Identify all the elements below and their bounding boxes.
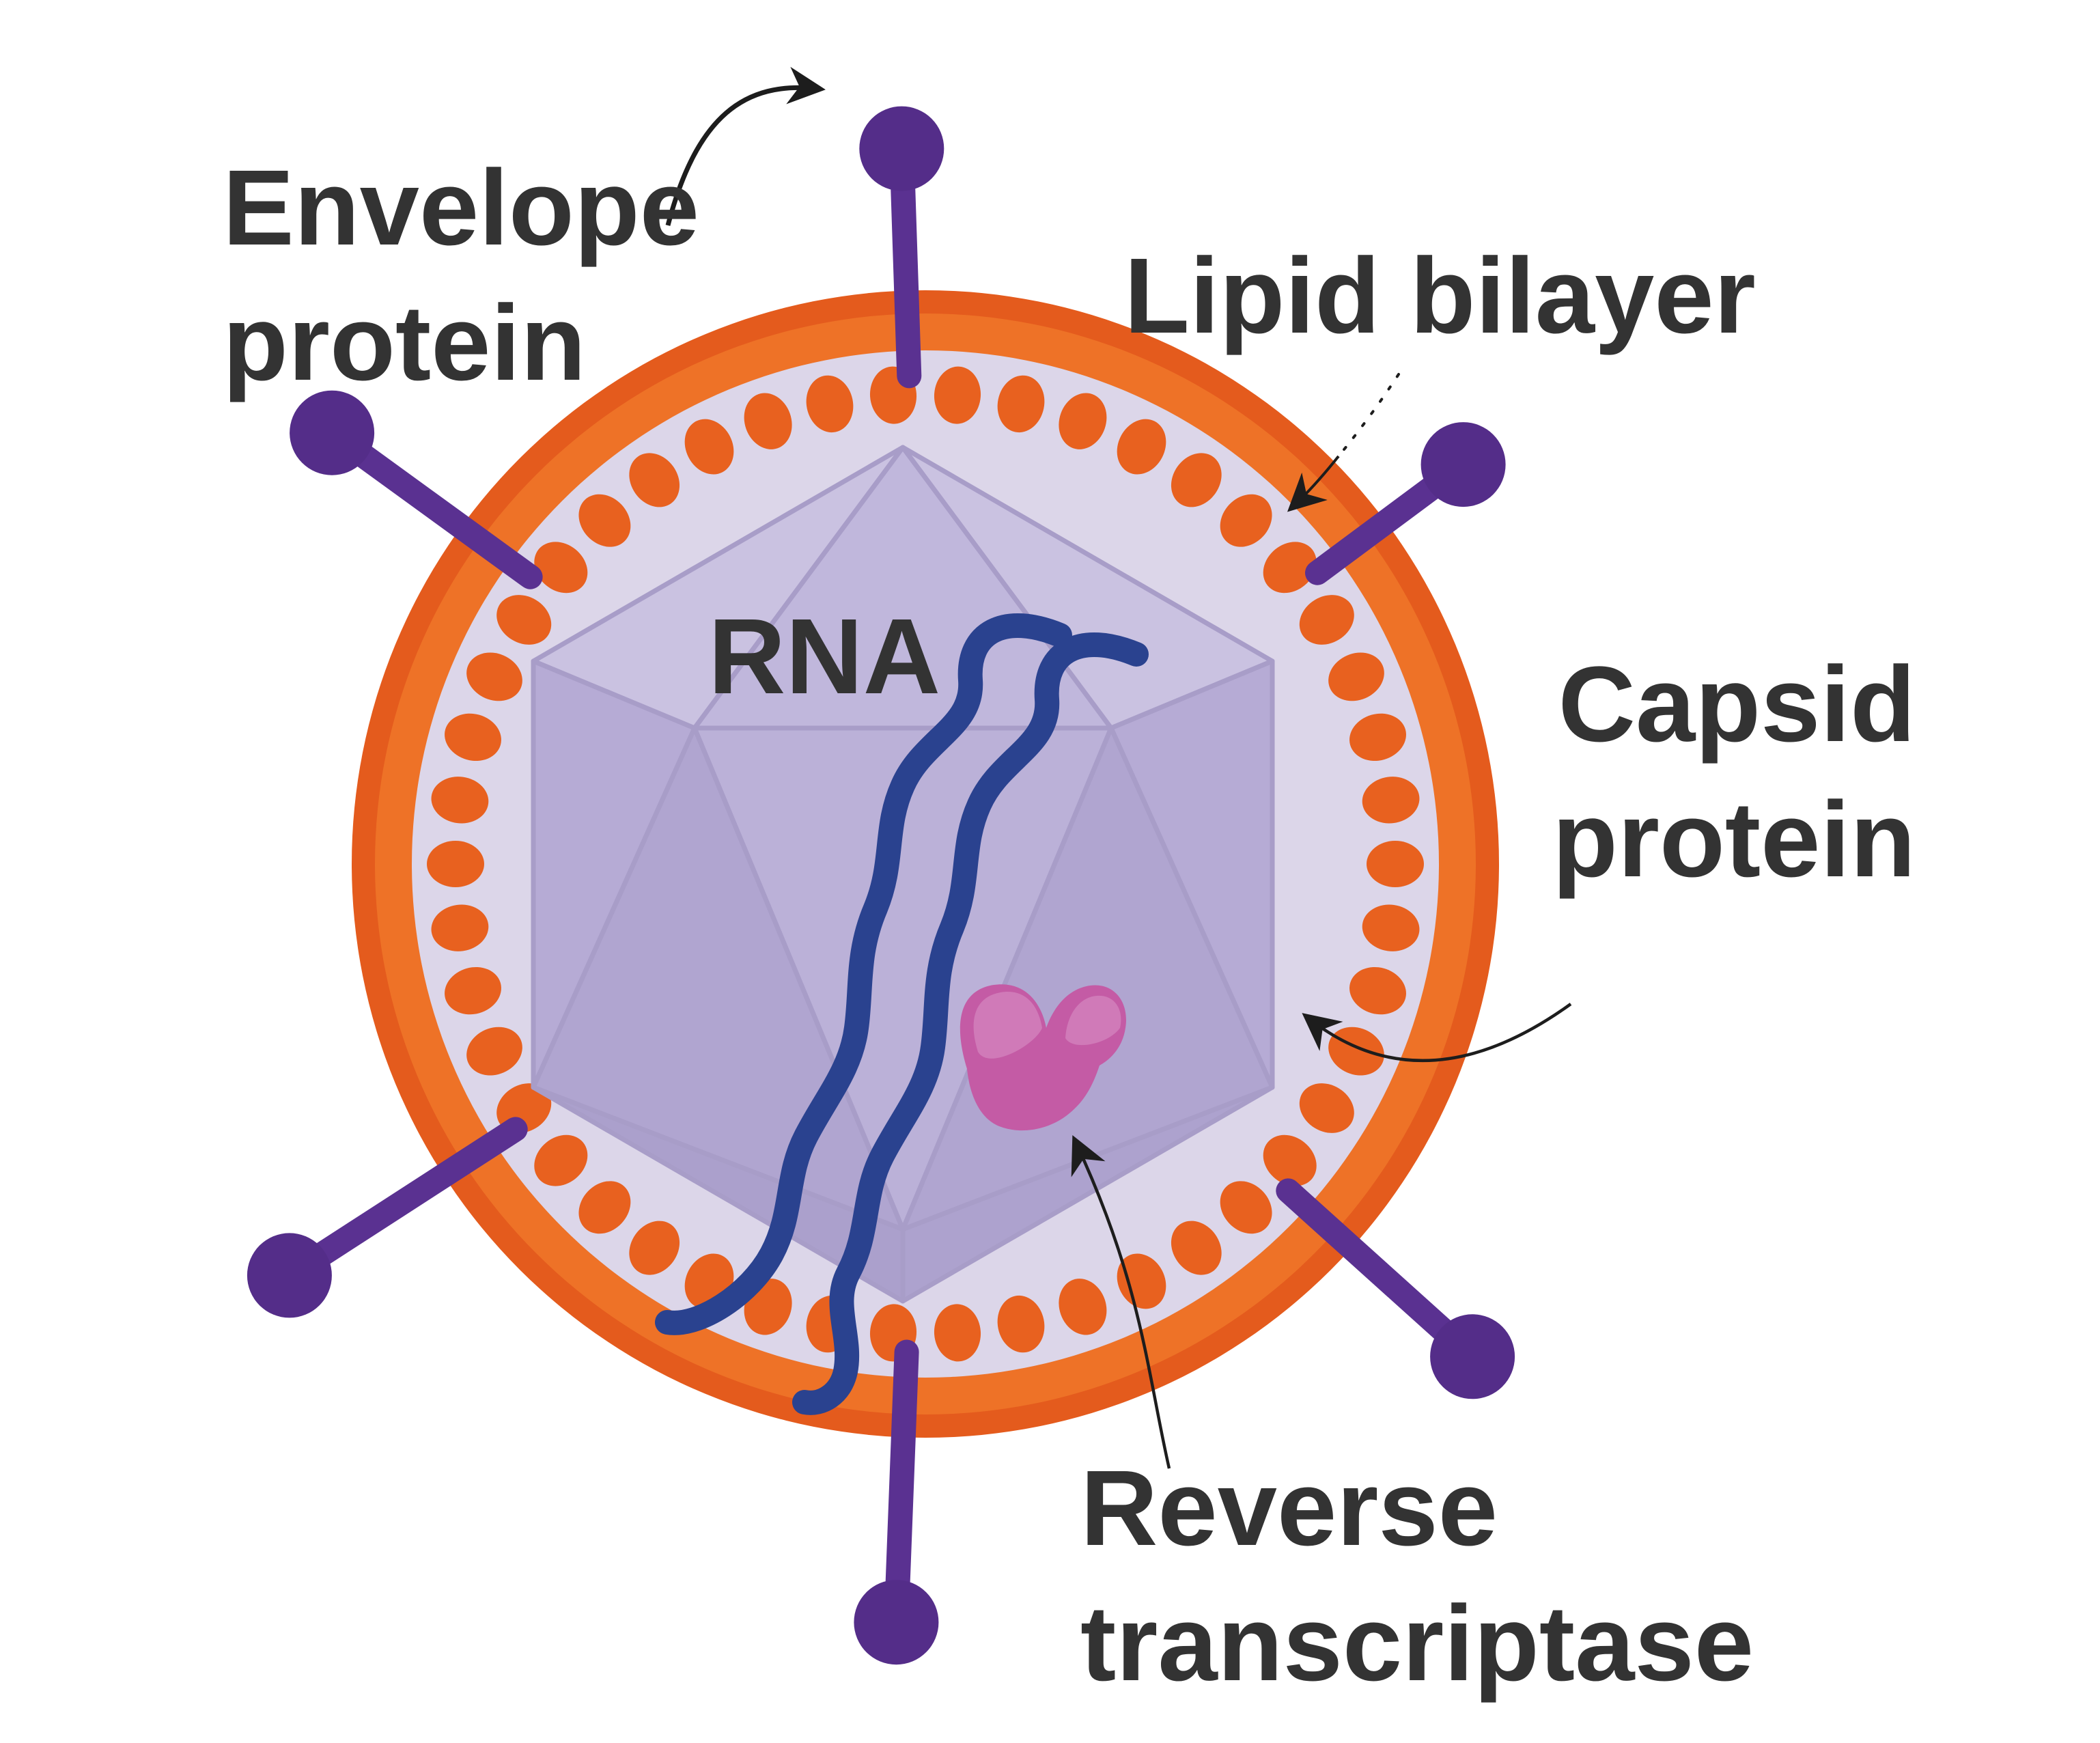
lipid-bilayer-arrow: [1287, 455, 1340, 512]
spike-head: [247, 1233, 332, 1318]
spike-head: [859, 106, 944, 191]
envelope-protein-spike: [1276, 1178, 1515, 1399]
lipid-dot: [1059, 393, 1107, 449]
lipid-dot: [1220, 494, 1272, 547]
lipid-dot: [1220, 1181, 1272, 1234]
reverse-transcriptase-arrow: [1071, 1135, 1171, 1469]
reverse-transcriptase-label-line1: Reverse: [1080, 1449, 1498, 1568]
lipid-dot: [1299, 595, 1354, 645]
lipid-dot: [684, 419, 734, 475]
lipid-dot: [1367, 841, 1424, 887]
virion: [247, 106, 1515, 1665]
envelope-protein-arrow: [665, 66, 826, 226]
envelope-protein-label-line1: Envelope: [223, 148, 699, 268]
lipid-dot: [1349, 713, 1406, 762]
lipid-dot: [1171, 1221, 1222, 1275]
envelope-protein-spike: [247, 1117, 528, 1318]
lipid-dot: [934, 366, 981, 424]
lipid-dot: [427, 841, 484, 887]
rna-strand-2: [792, 632, 1149, 1415]
rna-label: RNA: [708, 597, 940, 716]
reverse-transcriptase-label-line2: transcriptase: [1080, 1584, 1754, 1703]
envelope-protein-spike: [859, 106, 944, 389]
lipid-dot: [1059, 1279, 1107, 1335]
lipid-dot: [466, 1027, 522, 1076]
lipid-dot: [1117, 1253, 1166, 1309]
lipid-dot: [466, 652, 522, 701]
lipid-dot: [1299, 1083, 1354, 1133]
spike-head: [1430, 1314, 1515, 1399]
lipid-dot: [578, 1181, 631, 1234]
lipid-dot: [1328, 652, 1384, 701]
lipid-dot: [1263, 1134, 1317, 1186]
lipid-dot: [934, 1304, 981, 1362]
lipid-dot: [1349, 966, 1406, 1015]
capsid-protein-label-line2: protein: [1552, 780, 1916, 900]
lipid-dot: [445, 966, 501, 1015]
lipid-dot: [997, 375, 1045, 433]
reverse-transcriptase-highlight: [973, 992, 1042, 1059]
lipid-dot: [534, 542, 588, 594]
lipid-dot: [1362, 904, 1420, 951]
reverse-transcriptase-highlight: [1065, 995, 1121, 1046]
envelope-protein-spikes: [247, 106, 1515, 1665]
lipid-dot: [744, 393, 792, 449]
lipid-dot: [629, 453, 680, 507]
lipid-dot: [1171, 453, 1222, 507]
lipid-dot: [806, 375, 854, 433]
envelope-protein-spike: [290, 390, 543, 589]
lipid-dot: [534, 1134, 588, 1186]
lipid-dot: [997, 1295, 1045, 1353]
labels: Envelope protein Lipid bilayer RNA Capsi…: [223, 148, 1916, 1703]
capsid-protein-label-line1: Capsid: [1558, 645, 1916, 764]
lipid-dot: [496, 595, 552, 645]
spike-head: [1420, 422, 1506, 507]
rna-strand-1: [655, 613, 1072, 1335]
lipid-bilayer-arrow-dashed: [1337, 373, 1400, 458]
lipid-dot: [431, 777, 489, 824]
lipid-dot: [1117, 419, 1166, 475]
envelope-protein-label-line2: protein: [223, 283, 586, 403]
lipid-dot: [431, 904, 489, 951]
annotations: Envelope protein Lipid bilayer RNA Capsi…: [223, 66, 1916, 1703]
lipid-dot: [629, 1221, 680, 1275]
spike-stem: [277, 1117, 528, 1288]
lipid-dot: [1362, 777, 1420, 824]
lipid-bilayer-label: Lipid bilayer: [1124, 236, 1756, 356]
rna-strands: [655, 613, 1149, 1415]
capsid-protein-arrow: [1302, 1003, 1572, 1063]
spike-head: [290, 390, 375, 475]
envelope-protein-spike: [1305, 422, 1506, 585]
reverse-transcriptase-enzyme: [960, 984, 1126, 1131]
spike-head: [854, 1580, 939, 1665]
spike-stem: [884, 1339, 919, 1635]
lipid-dot: [1263, 542, 1317, 594]
lipid-dot: [445, 713, 501, 762]
lipid-dot: [578, 494, 631, 547]
envelope-protein-spike: [854, 1339, 939, 1665]
